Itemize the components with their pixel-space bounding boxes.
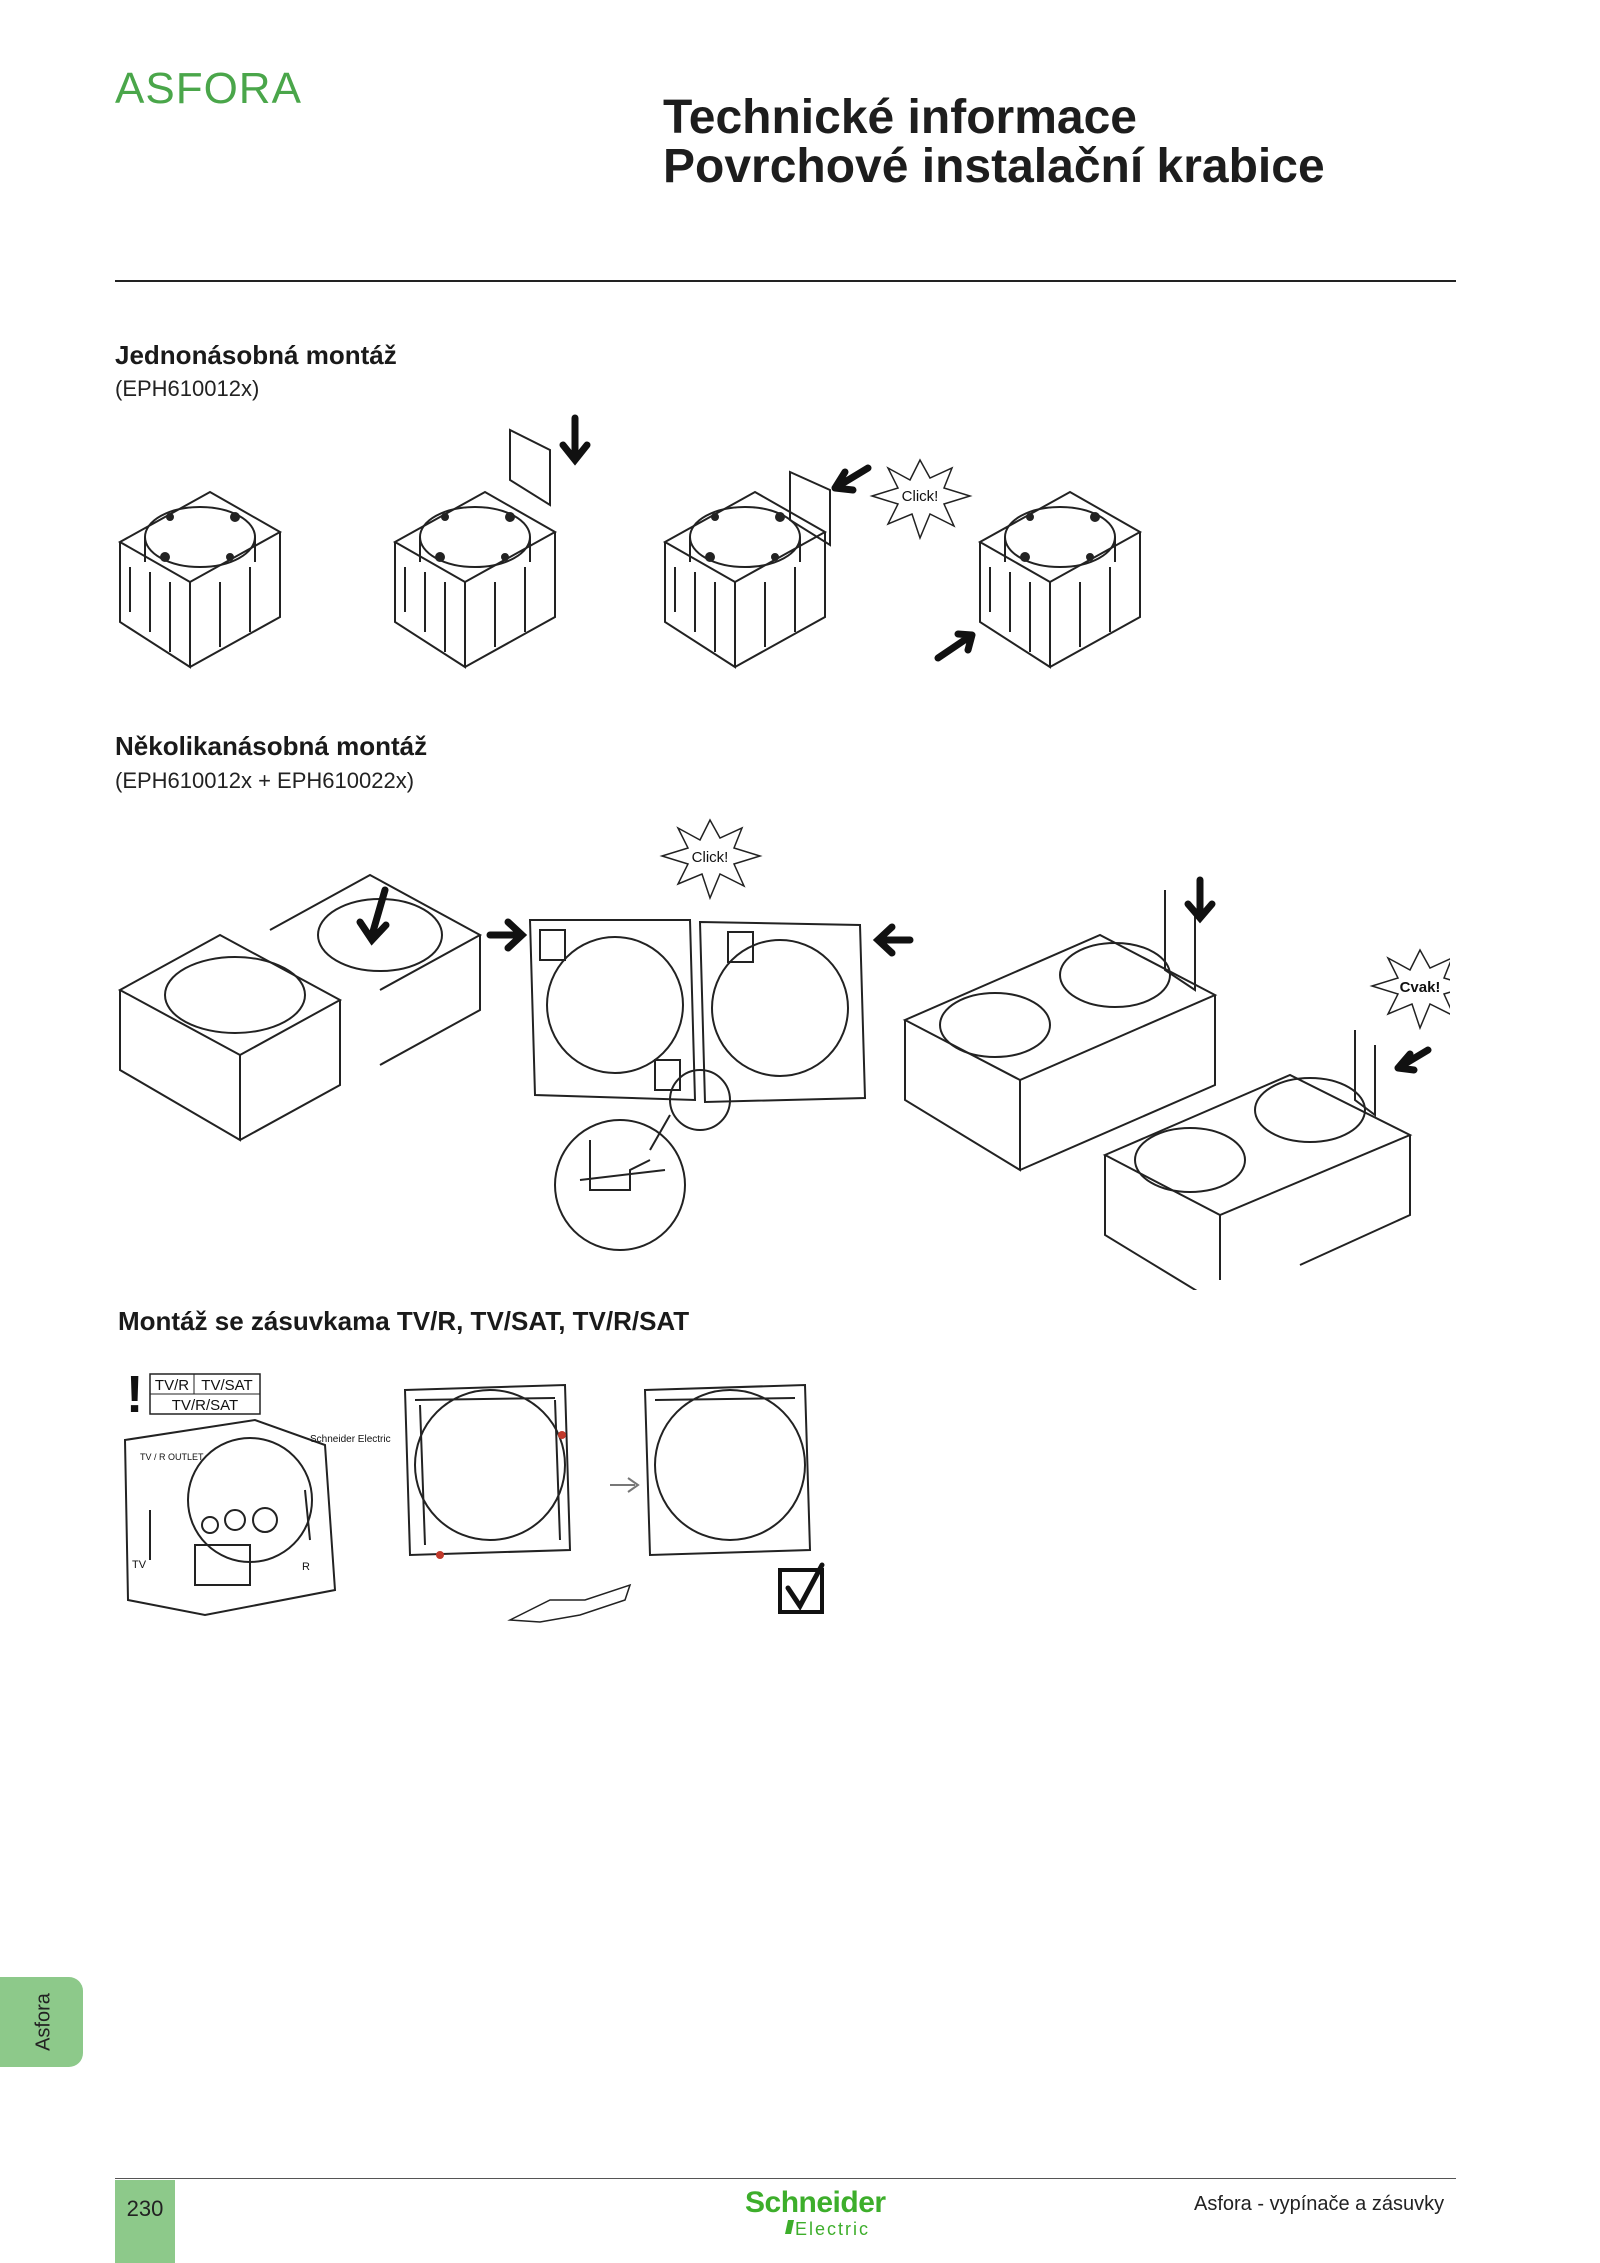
click-burst-icon bbox=[659, 818, 763, 901]
click-label: Click! bbox=[902, 488, 939, 505]
arrow-left-icon bbox=[872, 923, 914, 957]
outlet-r-text: R bbox=[302, 1561, 310, 1573]
single-mounting-illustration: Click! bbox=[119, 414, 1141, 668]
cvak-label: Cvak! bbox=[1400, 979, 1441, 996]
side-tab-label: Asfora bbox=[32, 1993, 55, 2051]
box-after-knockout bbox=[643, 1383, 812, 1557]
section-multi-mounting-title: Několikanásobná montáž bbox=[115, 731, 428, 761]
page-number: 230 bbox=[126, 2196, 164, 2221]
arrow-down-icon bbox=[356, 886, 390, 946]
knife-icon bbox=[507, 1583, 632, 1623]
box-step-1 bbox=[119, 491, 281, 668]
checkbox-checked-icon bbox=[778, 1568, 824, 1614]
section-single-mounting-title: Jednonásobná montáž bbox=[115, 340, 397, 370]
box-step-3 bbox=[664, 491, 826, 668]
click-burst-icon bbox=[869, 458, 973, 541]
type-tvrsat: TV/R/SAT bbox=[172, 1397, 238, 1414]
schneider-logo-icon bbox=[785, 2220, 794, 2234]
footer-divider bbox=[115, 2178, 1456, 2179]
tv-outlet-illustration: ! TV/R TV/SAT TV/R/SAT Schneider Electri… bbox=[123, 1366, 825, 1623]
warning-mark: ! bbox=[126, 1366, 143, 1424]
section-multi-mounting-code: (EPH610012x + EPH610022x) bbox=[115, 768, 415, 793]
multi-mounting-illustration: Click! Cvak! bbox=[117, 818, 1450, 1290]
page-number-box: 230 bbox=[115, 2180, 175, 2263]
tv-outlet-drawing bbox=[123, 1418, 337, 1617]
arrow-down-icon bbox=[1184, 876, 1216, 924]
knockout-mark bbox=[558, 1431, 566, 1439]
knockout-mark bbox=[436, 1551, 444, 1559]
stacked-boxes bbox=[117, 873, 483, 1142]
joined-frames bbox=[528, 919, 867, 1251]
outlet-tv-text: TV bbox=[132, 1559, 147, 1571]
outlet-brand-text: Schneider Electric bbox=[310, 1434, 391, 1445]
page-title-line2: Povrchové instalační krabice bbox=[663, 140, 1325, 193]
arrow-right-icon bbox=[610, 1477, 640, 1493]
check-icon bbox=[785, 1562, 825, 1611]
arrow-right-icon bbox=[486, 918, 528, 952]
cvak-burst-icon bbox=[1369, 948, 1450, 1031]
type-tvr: TV/R bbox=[155, 1377, 189, 1394]
section-single-mounting-code: (EPH610012x) bbox=[115, 376, 260, 401]
box-before-knockout bbox=[403, 1383, 572, 1557]
outlet-label-text: TV / R OUTLET bbox=[140, 1452, 204, 1462]
arrow-left-icon bbox=[831, 464, 872, 494]
arrow-up-right-icon bbox=[934, 630, 976, 662]
footer-catalog-name: Asfora - vypínače a zásuvky bbox=[1194, 2193, 1445, 2215]
clip-part bbox=[509, 428, 551, 507]
schneider-logo-word: Schneider bbox=[745, 2186, 886, 2219]
box-step-4 bbox=[979, 491, 1141, 668]
page-title-line1: Technické informace bbox=[663, 91, 1137, 144]
click-label: Click! bbox=[692, 849, 729, 866]
header-divider bbox=[115, 280, 1456, 282]
arrow-left-icon bbox=[1394, 1046, 1432, 1074]
double-boxes bbox=[902, 890, 1413, 1290]
arrow-down-icon bbox=[559, 414, 591, 466]
type-tvsat: TV/SAT bbox=[201, 1377, 252, 1394]
schneider-logo-sub: Electric bbox=[795, 2219, 871, 2239]
section-tv-outlet-title: Montáž se zásuvkama TV/R, TV/SAT, TV/R/S… bbox=[118, 1306, 690, 1336]
brand-title: ASFORA bbox=[115, 64, 302, 113]
box-step-2 bbox=[394, 491, 556, 668]
section-side-tab: Asfora bbox=[0, 1977, 83, 2067]
